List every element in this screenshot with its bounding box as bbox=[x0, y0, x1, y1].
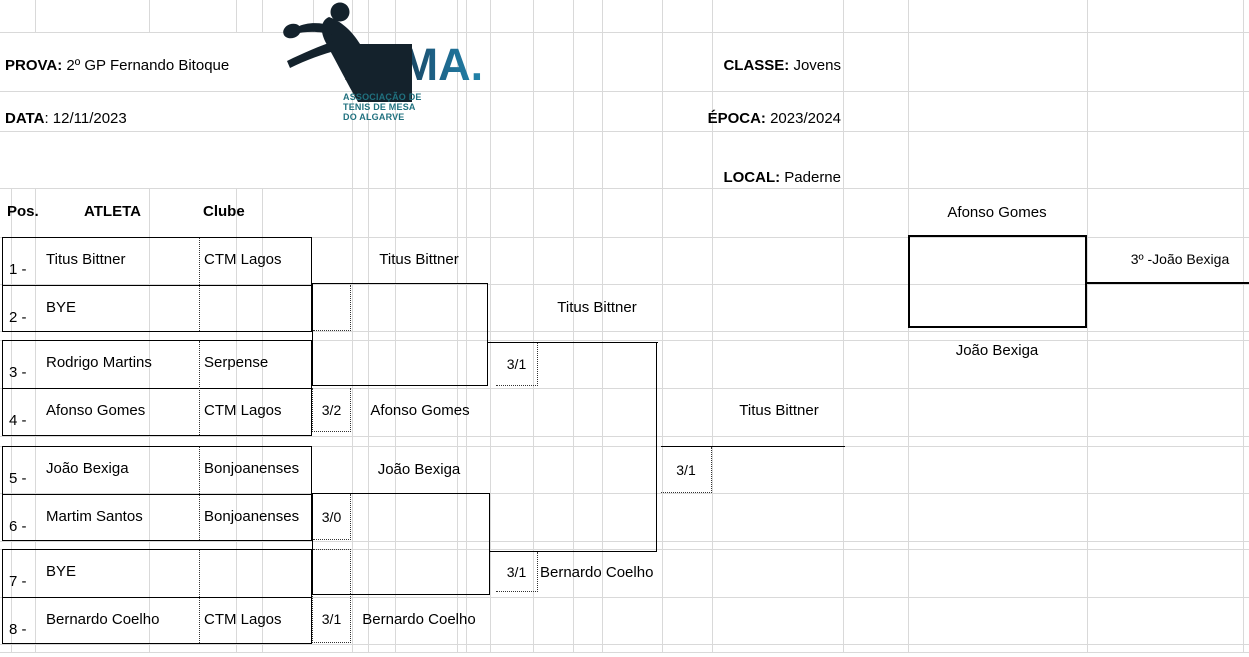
classe-label: CLASSE: bbox=[723, 57, 790, 74]
score-cell-final: 3/1 bbox=[661, 447, 712, 493]
club-column-divider bbox=[199, 341, 200, 435]
player-name: Afonso Gomes bbox=[46, 402, 146, 419]
winner-match1: Titus Bittner bbox=[379, 251, 459, 268]
col-header-pos: Pos. bbox=[7, 203, 39, 220]
epoca-line: ÉPOCA: 2023/2024 bbox=[541, 110, 841, 127]
player-name: BYE bbox=[46, 563, 77, 580]
subtitle-line-2: TENIS DE MESA bbox=[343, 102, 416, 112]
player-name: Bernardo Coelho bbox=[46, 611, 160, 628]
classe-value: Jovens bbox=[793, 57, 841, 74]
winner-match4: Bernardo Coelho bbox=[362, 611, 476, 628]
col-header-clube: Clube bbox=[203, 203, 245, 220]
player-club: Bonjoanenses bbox=[204, 460, 300, 477]
third-place-result: 3º -João Bexiga bbox=[1130, 251, 1230, 267]
final-connector-line bbox=[656, 342, 657, 552]
winner-semifinal2: Bernardo Coelho bbox=[540, 564, 654, 581]
data-line: DATA: 12/11/2023 bbox=[5, 110, 127, 127]
player-club: CTM Lagos bbox=[204, 251, 282, 268]
player-position: 4 - bbox=[9, 412, 27, 429]
local-label: LOCAL: bbox=[723, 169, 781, 186]
classe-line: CLASSE: Jovens bbox=[541, 57, 841, 74]
bracket-connector-top bbox=[312, 283, 488, 386]
final-winner-line bbox=[661, 446, 845, 447]
match-box-4: 7 - BYE 8 - Bernardo Coelho CTM Lagos bbox=[2, 549, 312, 644]
player-row: 6 - Martim Santos Bonjoanenses bbox=[3, 495, 311, 542]
third-place-box bbox=[908, 235, 1087, 328]
score-cell-semifinal1: 3/1 bbox=[496, 343, 538, 386]
subtitle-line-3: DO ALGARVE bbox=[343, 112, 405, 122]
winner-final: Titus Bittner bbox=[739, 402, 819, 419]
subtitle-line-1: ASSOCIAÇÃO DE bbox=[343, 92, 422, 102]
epoca-value: 2023/2024 bbox=[770, 110, 841, 127]
epoca-label: ÉPOCA: bbox=[707, 110, 766, 127]
third-place-top-player: Afonso Gomes bbox=[947, 204, 1047, 221]
score-cell-semifinal2: 3/1 bbox=[496, 552, 538, 592]
club-column-divider bbox=[199, 447, 200, 540]
winner-semifinal1: Titus Bittner bbox=[557, 299, 637, 316]
player-row: 3 - Rodrigo Martins Serpense bbox=[3, 341, 311, 389]
player-club: Serpense bbox=[204, 354, 269, 371]
local-line: LOCAL: Paderne bbox=[541, 169, 841, 186]
match-box-2: 3 - Rodrigo Martins Serpense 4 - Afonso … bbox=[2, 340, 312, 436]
score-cell-match3: 3/0 bbox=[313, 494, 351, 540]
player-club: Bonjoanenses bbox=[204, 508, 300, 525]
player-name: João Bexiga bbox=[46, 460, 129, 477]
player-row: 5 - João Bexiga Bonjoanenses bbox=[3, 447, 311, 495]
bracket-connector-bottom bbox=[312, 493, 490, 595]
data-label: DATA bbox=[5, 110, 45, 127]
player-position: 5 - bbox=[9, 470, 27, 487]
prova-label: PROVA: bbox=[5, 57, 63, 74]
player-row: 8 - Bernardo Coelho CTM Lagos bbox=[3, 598, 311, 645]
winner-match2: Afonso Gomes bbox=[370, 402, 470, 419]
player-position: 1 - bbox=[9, 261, 27, 278]
player-position: 7 - bbox=[9, 573, 27, 590]
local-value: Paderne bbox=[784, 169, 841, 186]
match-box-3: 5 - João Bexiga Bonjoanenses 6 - Martim … bbox=[2, 446, 312, 541]
player-position: 2 - bbox=[9, 309, 27, 326]
winner-match3: João Bexiga bbox=[377, 461, 461, 478]
semifinal1-winner-line bbox=[488, 342, 658, 343]
score-cell-match1-bye bbox=[313, 285, 351, 331]
player-name: Rodrigo Martins bbox=[46, 354, 152, 371]
table-tennis-player-icon bbox=[283, 2, 412, 102]
player-name: Titus Bittner bbox=[46, 251, 126, 268]
player-row: 7 - BYE bbox=[3, 550, 311, 598]
match-box-1: 1 - Titus Bittner CTM Lagos 2 - BYE bbox=[2, 237, 312, 332]
player-position: 8 - bbox=[9, 621, 27, 638]
score-cell-match4: 3/1 bbox=[312, 596, 351, 643]
prova-value: 2º GP Fernando Bitoque bbox=[66, 57, 230, 74]
player-row: 4 - Afonso Gomes CTM Lagos bbox=[3, 389, 311, 436]
data-value: : 12/11/2023 bbox=[44, 110, 127, 127]
player-row: 1 - Titus Bittner CTM Lagos bbox=[3, 238, 311, 286]
player-row: 2 - BYE bbox=[3, 286, 311, 333]
club-column-divider bbox=[199, 238, 200, 331]
player-position: 6 - bbox=[9, 518, 27, 535]
semifinal2-winner-line bbox=[490, 551, 657, 552]
score-cell-match2: 3/2 bbox=[312, 388, 351, 432]
club-column-divider bbox=[199, 550, 200, 643]
player-name: BYE bbox=[46, 299, 77, 316]
player-club: CTM Lagos bbox=[204, 611, 282, 628]
prova-line: PROVA: 2º GP Fernando Bitoque bbox=[5, 57, 229, 74]
player-name: Martim Santos bbox=[46, 508, 143, 525]
third-place-bottom-player: João Bexiga bbox=[955, 342, 1039, 359]
col-header-atleta: ATLETA bbox=[84, 203, 141, 220]
score-cell-match4-bye bbox=[313, 549, 351, 594]
third-place-result-line bbox=[1086, 282, 1249, 284]
player-club: CTM Lagos bbox=[204, 402, 282, 419]
player-position: 3 - bbox=[9, 364, 27, 381]
atma-logo-subtitle: ASSOCIAÇÃO DE TENIS DE MESA DO ALGARVE bbox=[343, 92, 422, 122]
